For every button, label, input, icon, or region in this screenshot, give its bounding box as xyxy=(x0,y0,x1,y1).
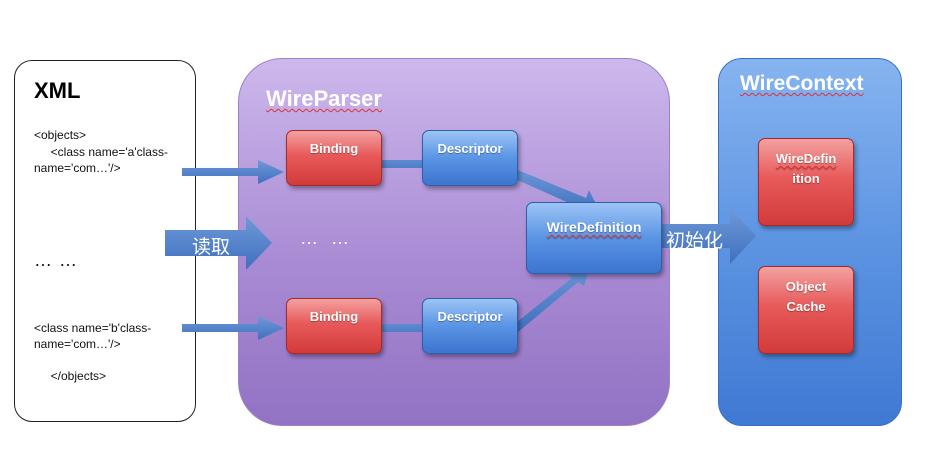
xml-line-class-b-1: <class name='b'class- xyxy=(34,321,152,335)
xml-title: XML xyxy=(34,78,81,103)
context-wiredefinition-node: WireDefin ition xyxy=(758,138,854,226)
parser-ellipsis: … … xyxy=(300,228,354,248)
xml-line-class-b-2: name='com…'/> xyxy=(34,337,121,351)
context-wiredefinition-line2: ition xyxy=(792,171,820,186)
descriptor-top-node: Descriptor xyxy=(422,130,518,186)
object-cache-node: Object Cache xyxy=(758,266,854,354)
xml-line-class-a-2: name='com…'/> xyxy=(34,161,121,175)
read-label: 读取 xyxy=(192,237,231,258)
wirecontext-title: WireContext xyxy=(740,72,864,95)
xml-ellipsis: … … xyxy=(34,250,79,270)
wiredefinition-node: WireDefinition xyxy=(526,202,662,274)
binding-bottom-node: Binding xyxy=(286,298,382,354)
arrow-binding-to-descriptor-bottom xyxy=(356,316,460,340)
init-label: 初始化 xyxy=(666,231,724,252)
xml-line-objects-open: <objects> xyxy=(34,128,87,142)
wireparser-title: WireParser xyxy=(266,86,382,111)
read-arrow xyxy=(165,216,272,270)
init-arrow xyxy=(652,208,756,264)
binding-top-node: Binding xyxy=(286,130,382,186)
arrow-xml-to-binding-bottom xyxy=(182,316,284,340)
wiredefinition-label: WireDefinition xyxy=(546,219,642,235)
xml-line-objects-close: </objects> xyxy=(34,369,107,383)
object-cache-line1: Object xyxy=(785,279,827,294)
arrow-descriptor-to-definition-bottom xyxy=(512,260,592,332)
descriptor-bottom-node: Descriptor xyxy=(422,298,518,354)
xml-line-class-a-1: <class name='a'class- xyxy=(34,145,168,159)
context-wiredefinition-line1: WireDefin xyxy=(775,151,837,166)
arrow-binding-to-descriptor-top xyxy=(348,152,452,176)
object-cache-line2: Cache xyxy=(786,299,826,314)
arrow-xml-to-binding-top xyxy=(182,160,284,184)
